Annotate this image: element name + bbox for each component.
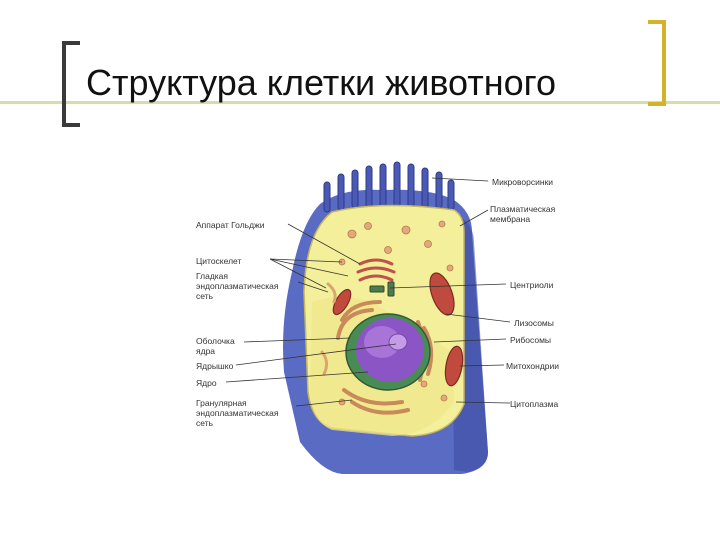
cell-illustration: [225, 161, 511, 474]
label-cytoskeleton: Цитоскелет: [196, 256, 242, 266]
label-centrioles: Центриоли: [510, 280, 554, 290]
vesicles: [338, 220, 454, 406]
nucleolus: [388, 333, 408, 351]
mitochondria: [332, 272, 464, 387]
golgi-apparatus: [356, 258, 396, 282]
label-smooth-er: Гладкая эндоплазматическая сеть: [196, 271, 279, 301]
leader-lines: [225, 177, 511, 407]
label-microvilli: Микроворсинки: [492, 177, 554, 187]
animal-cell-diagram: Аппарат Гольджи Цитоскелет Гладкая эндоп…: [192, 152, 560, 480]
left-bracket-decoration: [62, 41, 80, 127]
nucleus-highlight: [364, 326, 400, 358]
label-nuclear-envelope: Оболочка ядра: [196, 336, 235, 356]
label-rough-er: Гранулярная эндоплазматическая сеть: [196, 398, 279, 428]
label-ribosomes: Рибосомы: [510, 335, 552, 345]
label-nucleus: Ядро: [196, 378, 217, 388]
title-underline: [0, 101, 720, 104]
label-lysosomes: Лизосомы: [514, 318, 554, 328]
label-plasma-membrane: Плазматическая мембрана: [490, 204, 556, 224]
centrioles: [369, 281, 395, 297]
label-nucleolus: Ядрышко: [196, 361, 234, 371]
right-bracket-decoration: [648, 20, 666, 106]
label-golgi: Аппарат Гольджи: [196, 220, 265, 230]
microvilli: [323, 161, 455, 213]
slide-title: Структура клетки животного: [86, 62, 557, 103]
label-mitochondria: Митохондрии: [506, 361, 560, 371]
label-cytoplasm: Цитоплазма: [510, 399, 559, 409]
